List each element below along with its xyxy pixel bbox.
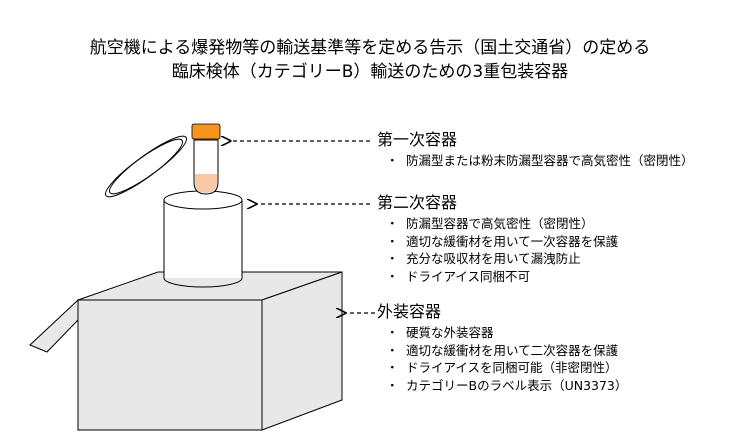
list-item: 防漏型容器で高気密性（密閉性） — [386, 215, 618, 233]
secondary-container-heading: 第二次容器 — [377, 193, 458, 212]
outer-container-heading: 外装容器 — [377, 302, 442, 321]
outer-box-flap — [29, 298, 79, 353]
list-item: 充分な吸収材を用いて漏洩防止 — [386, 250, 618, 268]
secondary-container-list: 防漏型容器で高気密性（密閉性） 適切な緩衝材を用いて一次容器を保護 充分な吸収材… — [386, 215, 618, 285]
list-item: ドライアイスを同梱可能（非密閉性） — [386, 359, 627, 377]
diagram-title-line1: 航空機による爆発物等の輸送基準等を定める告示（国土交通省）の定める — [89, 38, 651, 58]
primary-container-list: 防漏型または粉末防漏型容器で高気密性（密閉性） — [386, 152, 694, 170]
primary-container-heading: 第一次容器 — [377, 130, 458, 149]
tube-cap — [191, 123, 221, 140]
secondary-container-bottom-rim — [163, 277, 243, 288]
outer-box-side-face — [261, 271, 343, 431]
list-item: 適切な緩衝材を用いて一次容器を保護 — [386, 233, 618, 251]
list-item: 硬質な外装容器 — [386, 324, 627, 342]
secondary-container-lid — [109, 135, 187, 195]
diagram-title-line2: 臨床検体（カテゴリーB）輸送のための3重包装容器 — [171, 62, 569, 82]
list-item: カテゴリーBのラベル表示（UN3373） — [386, 377, 627, 395]
specimen-fill — [195, 174, 217, 193]
list-item: 防漏型または粉末防漏型容器で高気密性（密閉性） — [386, 152, 694, 170]
secondary-container-body — [164, 200, 242, 278]
outer-container-list: 硬質な外装容器 適切な緩衝材を用いて二次容器を保護 ドライアイスを同梱可能（非密… — [386, 324, 627, 394]
list-item: 適切な緩衝材を用いて二次容器を保護 — [386, 342, 627, 360]
list-item: ドライアイス同梱不可 — [386, 268, 618, 286]
outer-box-front-face — [77, 299, 263, 431]
